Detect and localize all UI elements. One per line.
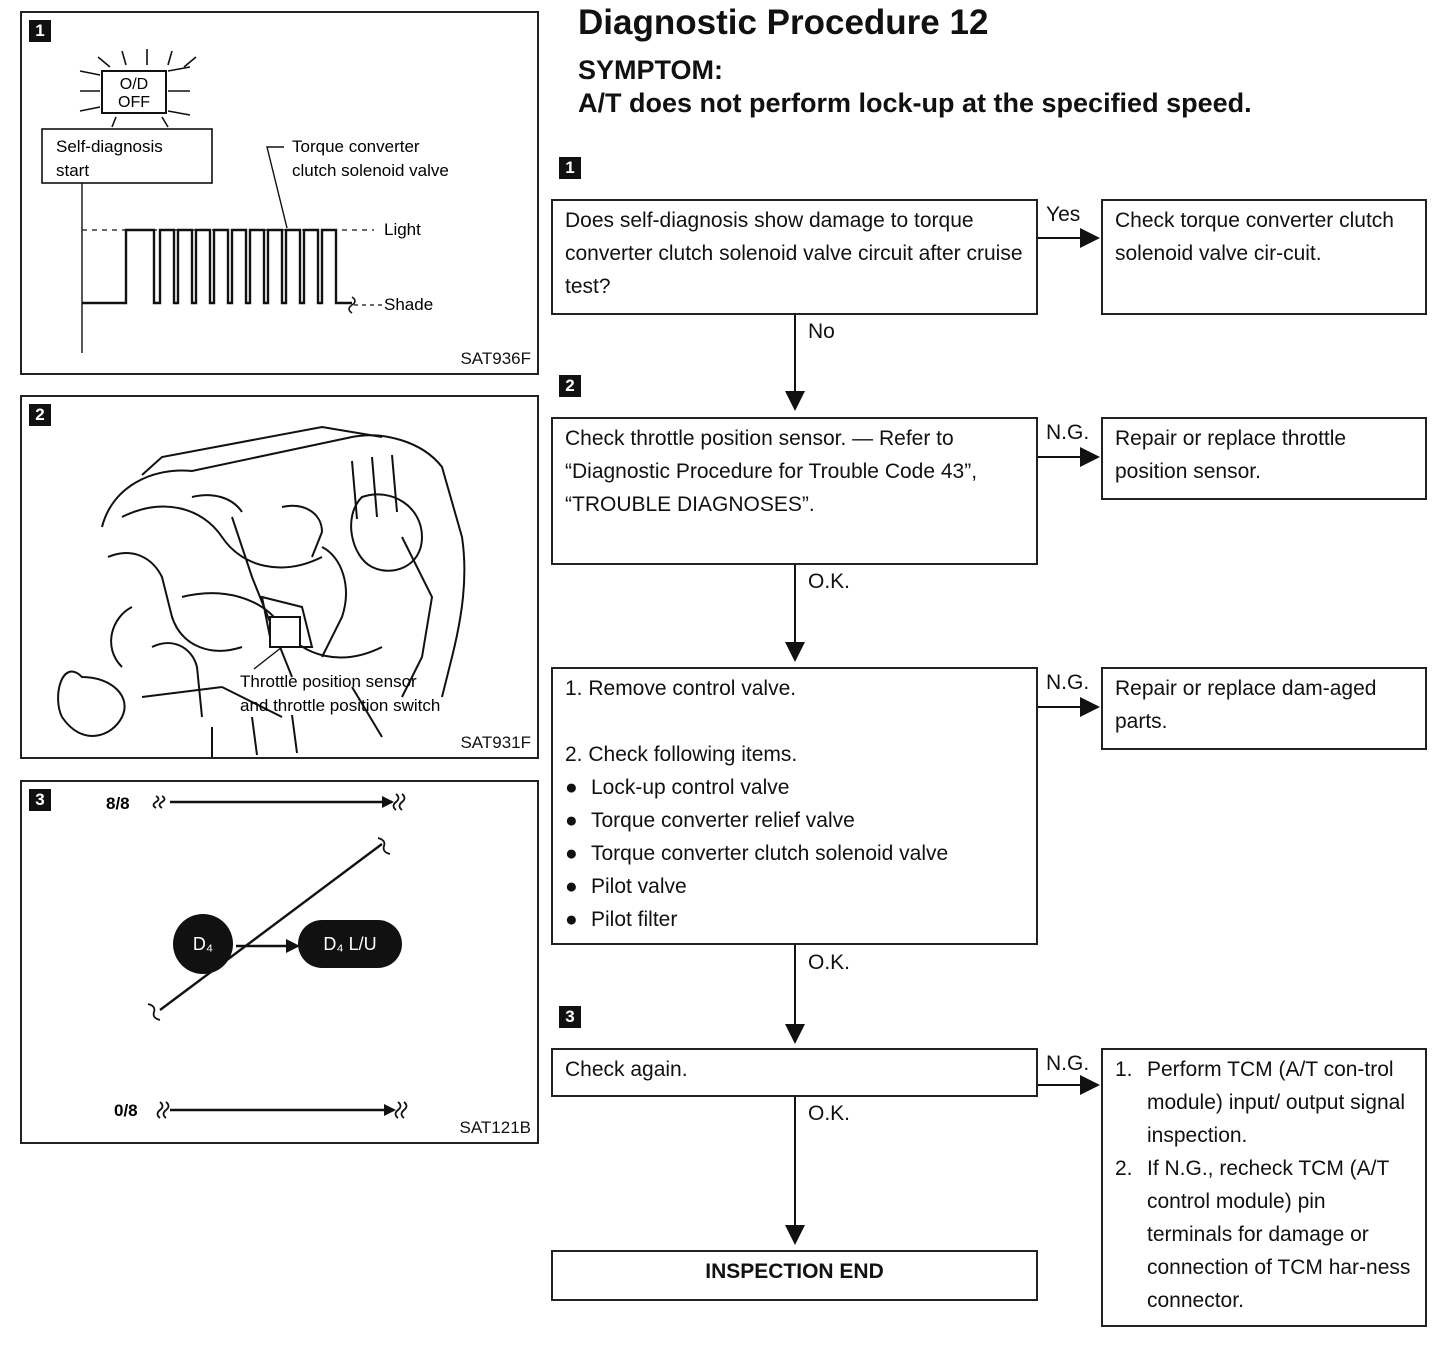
check-item: Torque converter relief valve [591, 809, 855, 832]
item-text: Perform TCM (A/T con-trol module) input/… [1147, 1058, 1405, 1147]
sensor-icon [269, 616, 301, 648]
break-marks-icon [147, 793, 408, 1119]
step-number: 3 [559, 1006, 581, 1028]
engine-illustration: Throttle position sensor and throttle po… [57, 425, 466, 757]
list-item: ● Torque converter clutch solenoid valve [565, 837, 1024, 870]
check-item: Torque converter clutch solenoid valve [591, 842, 949, 865]
action-check-solenoid-circuit: Check torque converter clutch solenoid v… [1101, 199, 1427, 315]
bullet-icon: ● [565, 776, 578, 799]
bullet-icon: ● [565, 908, 578, 931]
item-number: 1. [1115, 1058, 1133, 1081]
check-item: Pilot filter [591, 908, 678, 931]
d4-lu-state-label: D₄ L/U [323, 934, 376, 954]
list-item: ● Lock-up control valve [565, 771, 1024, 804]
d4-state-label: D₄ [193, 934, 213, 954]
list-item: 2. Check following items. [565, 743, 798, 766]
list-item: ● Pilot valve [565, 870, 1024, 903]
list-item: 1. Remove control valve. [565, 677, 797, 700]
action-tcm-inspection: 1. Perform TCM (A/T con-trol module) inp… [1101, 1048, 1427, 1327]
ok-label: O.K. [808, 1102, 851, 1125]
start-label-2: start [56, 161, 89, 180]
symptom-text: A/T does not perform lock-up at the spec… [578, 88, 1252, 118]
sensor-label-1: Throttle position sensor [240, 672, 417, 691]
throttle-top-label: 8/8 [106, 794, 130, 813]
question-control-valve: 1. Remove control valve. 2. Check follow… [551, 667, 1038, 945]
list-item: 2. If N.G., recheck TCM (A/T control mod… [1115, 1152, 1413, 1317]
lamp-off: OFF [118, 94, 150, 111]
ng-label: N.G. [1046, 1052, 1090, 1075]
bullet-icon: ● [565, 842, 578, 865]
lockup-diagram: 8/8 0/8 D₄ D₄ L/U [106, 793, 408, 1120]
callout-label-1: Torque converter [292, 137, 420, 156]
od-off-lamp-icon [101, 70, 167, 114]
question-self-diagnosis: Does self-diagnosis show damage to torqu… [551, 199, 1038, 315]
ok-label: O.K. [808, 570, 851, 593]
list-item: ● Pilot filter [565, 903, 1024, 936]
throttle-bottom-label: 0/8 [114, 1101, 138, 1120]
panel-number: 1 [29, 20, 51, 42]
yes-label: Yes [1046, 203, 1081, 226]
panel-number: 2 [29, 404, 51, 426]
shade-label: Shade [384, 295, 433, 314]
ok-label: O.K. [808, 951, 851, 974]
start-label-1: Self-diagnosis [56, 137, 163, 156]
symptom-label: SYMPTOM: [578, 55, 724, 85]
d4-lu-state-icon [298, 920, 402, 968]
figure-code: SAT936F [460, 349, 531, 368]
panel-throttle-sensor: 2 Throttle position sensor and throttle … [20, 395, 539, 759]
step-number: 1 [559, 157, 581, 179]
list-item: 1. Perform TCM (A/T con-trol module) inp… [1115, 1053, 1413, 1152]
step-number: 2 [559, 375, 581, 397]
list-item: ● Torque converter relief valve [565, 804, 1024, 837]
bullet-icon: ● [565, 875, 578, 898]
light-label: Light [384, 220, 421, 239]
lamp-od: O/D [120, 76, 148, 93]
figure-code: SAT931F [460, 733, 531, 752]
question-check-again: Check again. [551, 1048, 1038, 1097]
question-throttle-sensor: Check throttle position sensor. — Refer … [551, 417, 1038, 565]
panel-number: 3 [29, 789, 51, 811]
item-number: 2. [1115, 1157, 1133, 1180]
item-text: If N.G., recheck TCM (A/T control module… [1147, 1157, 1411, 1312]
ng-label: N.G. [1046, 671, 1090, 694]
action-replace-throttle-sensor: Repair or replace throttle position sens… [1101, 417, 1427, 500]
panel-self-diagnosis: 1 O/D OFF Self-diagnosis start Torque co… [20, 11, 539, 375]
page-title: Diagnostic Procedure 12 [578, 3, 989, 42]
ng-label: N.G. [1046, 421, 1090, 444]
d4-state-icon [173, 914, 233, 974]
self-diagnosis-diagram: O/D OFF Self-diagnosis start Torque conv… [41, 49, 449, 353]
sensor-label-2: and throttle position switch [240, 696, 440, 715]
bullet-icon: ● [565, 809, 578, 832]
lamp-rays-icon [79, 49, 197, 128]
panel-lockup-pattern: 3 8/8 0/8 D₄ D₄ L/U SAT121B [20, 780, 539, 1144]
waveform [82, 228, 352, 305]
inspection-end: INSPECTION END [551, 1250, 1038, 1301]
check-item: Pilot valve [591, 875, 687, 898]
figure-code: SAT121B [459, 1118, 531, 1137]
action-replace-damaged-parts: Repair or replace dam-aged parts. [1101, 667, 1427, 750]
check-item: Lock-up control valve [591, 776, 790, 799]
callout-label-2: clutch solenoid valve [292, 161, 449, 180]
no-label: No [808, 320, 835, 343]
